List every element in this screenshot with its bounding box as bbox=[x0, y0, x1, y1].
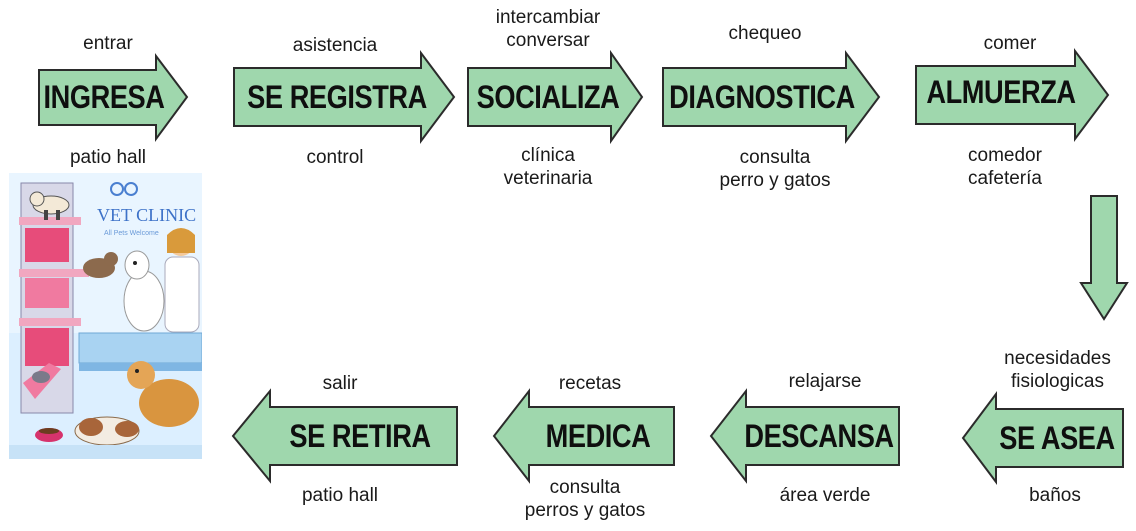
step-arrow-ingresa: INGRESA bbox=[38, 53, 189, 143]
step-arrow-diagnostica: DIAGNOSTICA bbox=[662, 50, 881, 144]
step-note-below: baños bbox=[1029, 485, 1081, 506]
step-label: SOCIALIZA bbox=[476, 78, 620, 115]
step-note-above: entrar bbox=[83, 33, 133, 54]
step-note-below: área verde bbox=[779, 485, 871, 506]
down-arrow bbox=[1079, 195, 1129, 321]
step-note-above: recetas bbox=[558, 373, 622, 394]
step-note-above: comer bbox=[983, 33, 1037, 54]
step-arrow-almuerza: ALMUERZA bbox=[915, 48, 1110, 142]
step-label: ALMUERZA bbox=[926, 73, 1076, 110]
step-label: SE REGISTRA bbox=[247, 78, 427, 115]
step-arrow-socializa: SOCIALIZA bbox=[467, 49, 644, 145]
step-arrow-se-registra: SE REGISTRA bbox=[233, 50, 456, 144]
step-note-above: relajarse bbox=[788, 371, 862, 392]
step-label: SE ASEA bbox=[999, 419, 1115, 456]
step-note-below: patio hall bbox=[69, 147, 147, 168]
step-note-above: salir bbox=[322, 373, 358, 394]
step-note-below: control bbox=[306, 147, 364, 168]
vet-clinic-illustration: VET CLINIC All Pets Welcome bbox=[9, 173, 203, 459]
step-label: SE RETIRA bbox=[289, 417, 431, 454]
step-label: DESCANSA bbox=[744, 417, 894, 454]
step-arrow-medica: MEDICA bbox=[492, 388, 675, 484]
step-arrow-se-asea: SE ASEA bbox=[961, 391, 1124, 485]
step-label: MEDICA bbox=[545, 417, 651, 454]
step-label: INGRESA bbox=[43, 79, 165, 115]
step-note-above: asistencia bbox=[292, 35, 378, 56]
step-arrow-se-retira: SE RETIRA bbox=[231, 388, 458, 484]
illustration-title: VET CLINIC bbox=[97, 205, 196, 225]
illustration-subtitle: All Pets Welcome bbox=[104, 230, 159, 237]
step-label: DIAGNOSTICA bbox=[669, 78, 855, 115]
step-note-above: chequeo bbox=[728, 23, 802, 44]
step-arrow-descansa: DESCANSA bbox=[709, 388, 900, 484]
step-note-below: patio hall bbox=[301, 485, 379, 506]
